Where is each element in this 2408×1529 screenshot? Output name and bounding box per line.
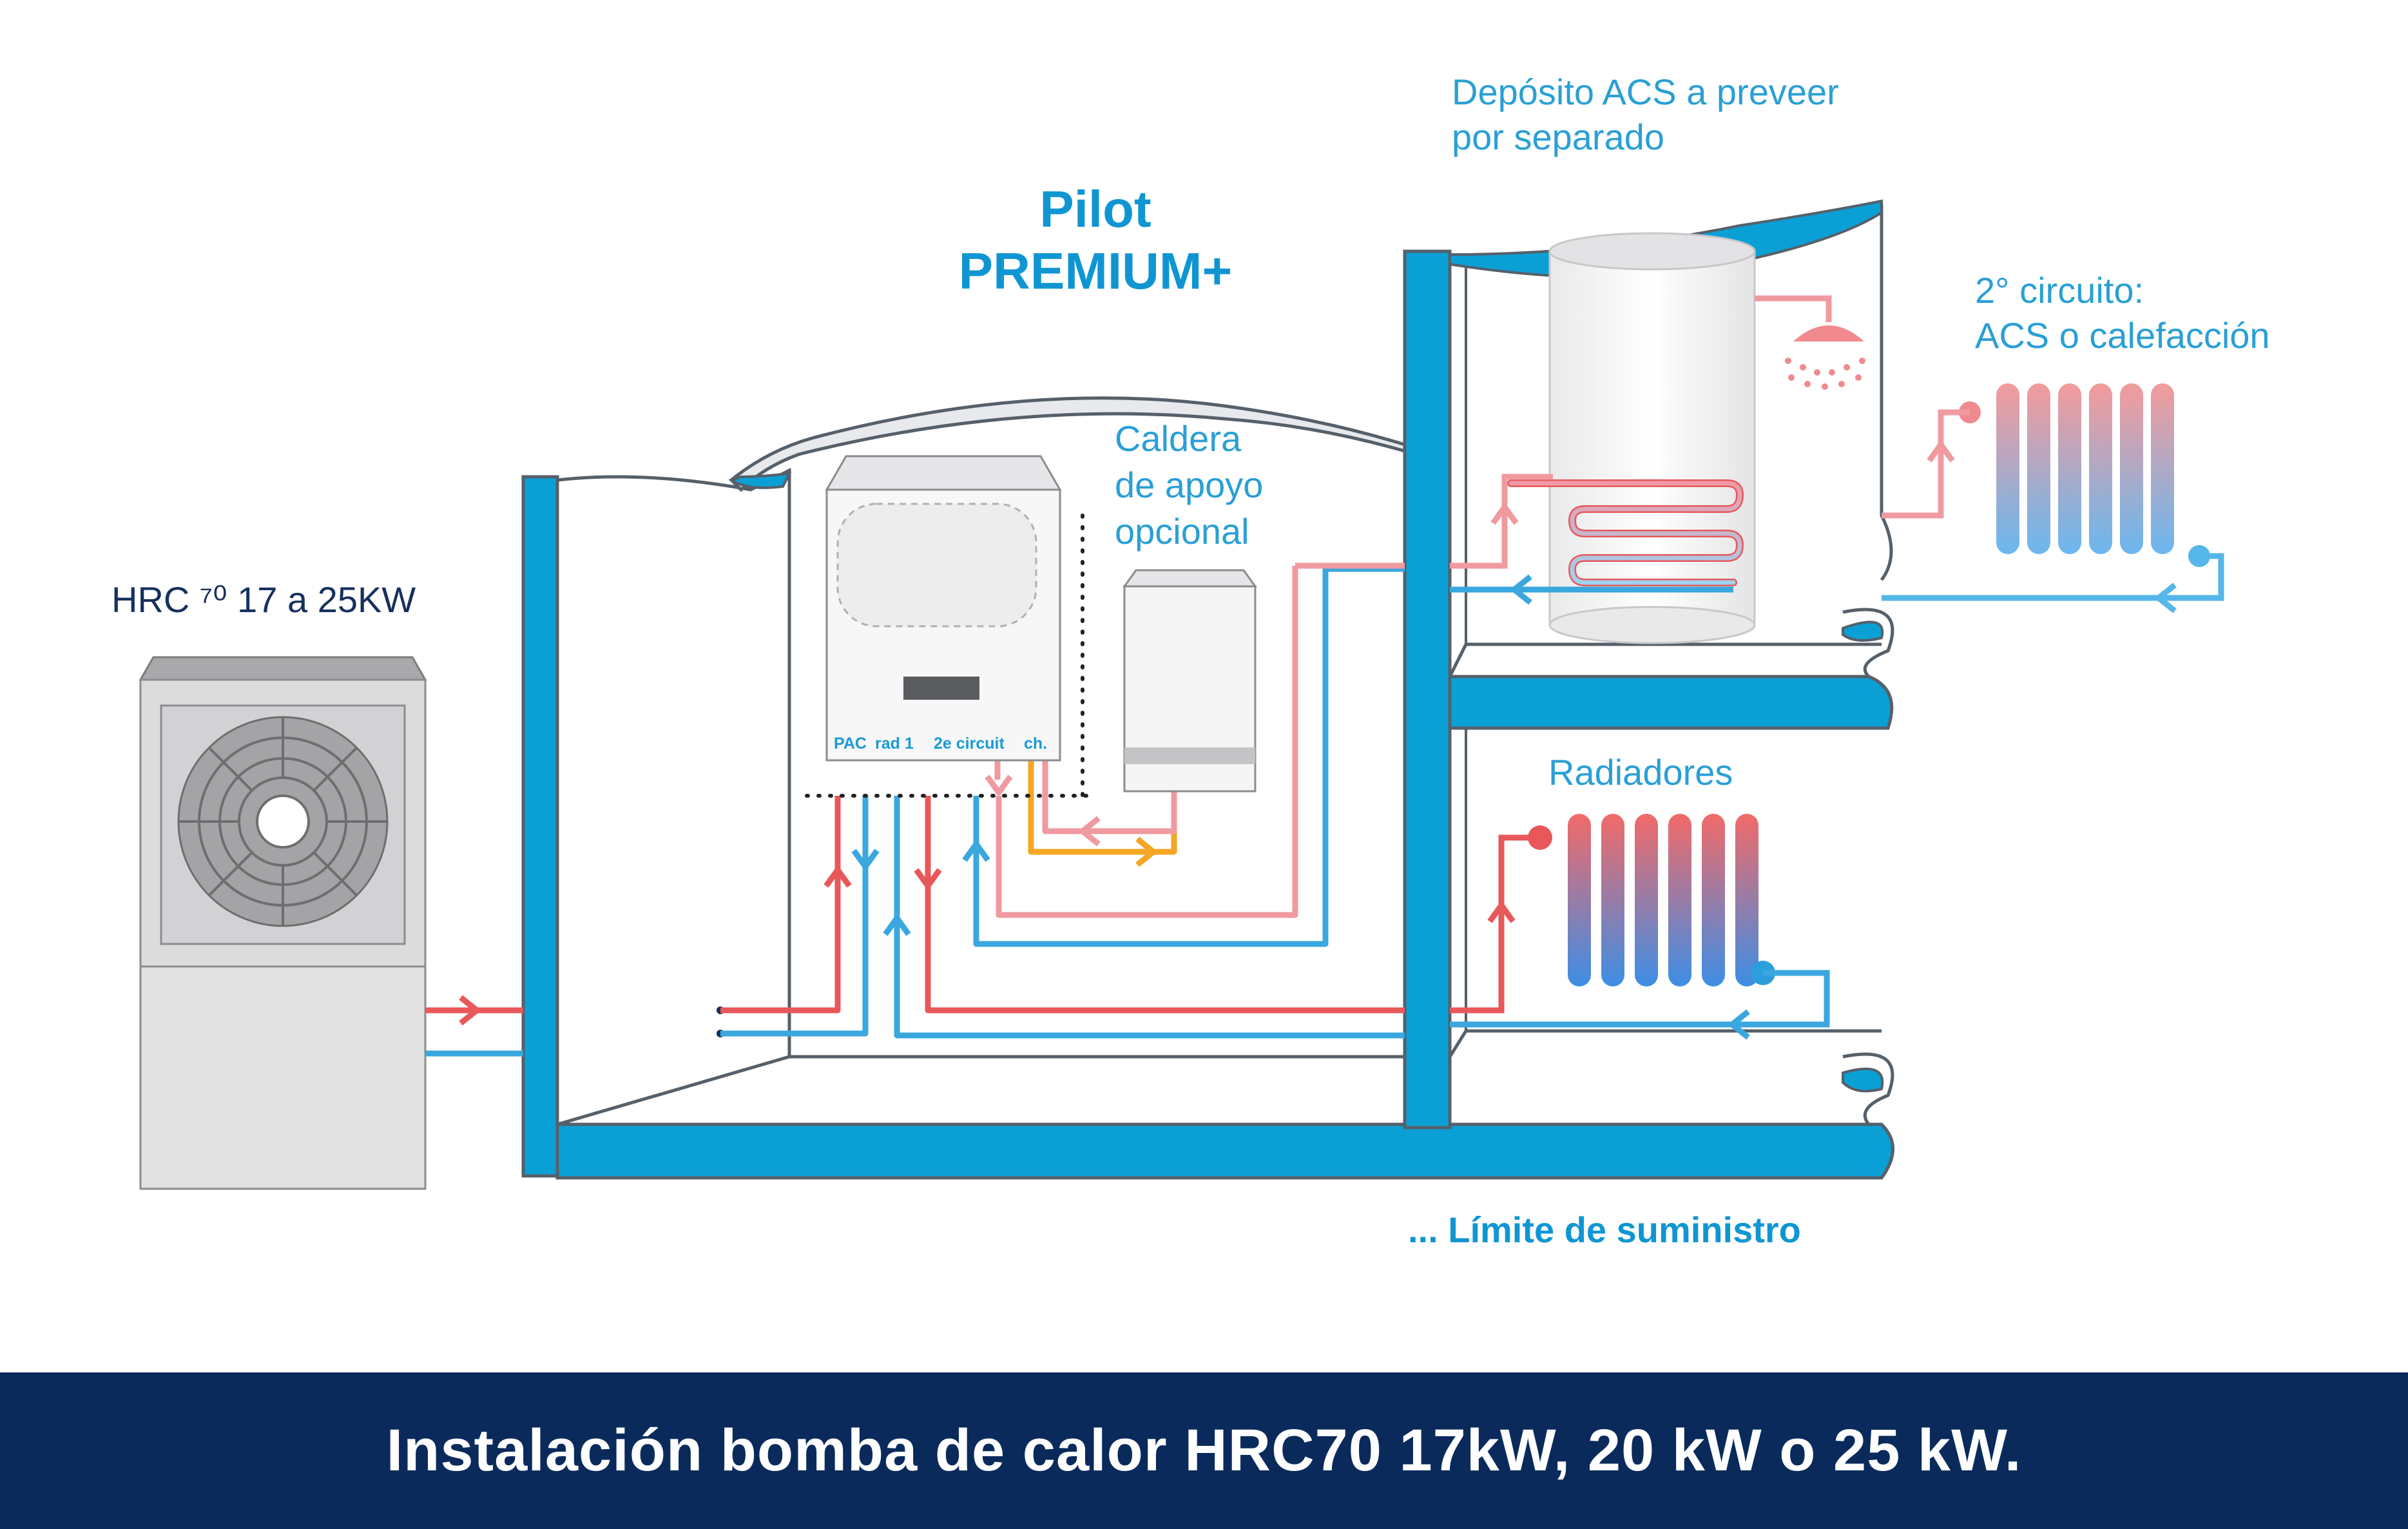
tank-pipes	[1450, 295, 1832, 605]
heat-pump-label: HRC ⁷⁰ 17 a 25KW	[111, 579, 416, 620]
pump-pipes	[425, 995, 523, 1057]
tank-label-line1: Depósito ACS a preveer	[1452, 72, 1839, 112]
heat-coil	[1507, 479, 1744, 586]
boiler-label-line2: de apoyo	[1115, 465, 1263, 505]
circuit2-label-line1: 2° circuito:	[1975, 270, 2144, 311]
caption-bar: Instalación bomba de calor HRC70 17kW, 2…	[0, 1372, 2408, 1529]
port-label-pac: PAC	[834, 735, 867, 753]
heat-pump-unit	[139, 656, 427, 1190]
product-name-line2: PREMIUM+	[959, 242, 1233, 300]
boiler-label-line1: Caldera	[1115, 418, 1242, 459]
circuit2-label-line2: ACS o calefacción	[1975, 315, 2270, 356]
boiler-label-line3: opcional	[1115, 511, 1249, 552]
tank-label-line2: por separado	[1452, 117, 1664, 157]
ground-radiator	[1528, 814, 1775, 986]
backup-boiler	[1122, 569, 1257, 793]
pilot-controller: PAC rad 1 2e circuit ch.	[825, 455, 1062, 762]
caption-title: Instalación bomba de calor HRC70 17kW, 2…	[386, 1418, 2022, 1483]
product-name-line1: Pilot	[1039, 180, 1151, 238]
port-label-2e-circuit: 2e circuit	[934, 735, 1005, 753]
supply-limit-label: ... Límite de suministro	[1408, 1209, 1801, 1250]
port-label-rad1: rad 1	[875, 735, 914, 753]
second-circuit-pipes	[1882, 409, 2224, 613]
radiator-pipes	[1450, 834, 1830, 1040]
supply-limit-dots	[805, 514, 1091, 798]
ground-floor-pipes	[717, 563, 1405, 1039]
shower-icon	[1785, 325, 1865, 390]
radiators-label: Radiadores	[1548, 752, 1733, 793]
fan-icon	[177, 716, 389, 927]
controller-display	[903, 677, 979, 700]
second-circuit-radiator	[1959, 383, 2210, 567]
dhw-tank	[1507, 232, 1756, 644]
port-label-ch: ch.	[1024, 735, 1047, 753]
